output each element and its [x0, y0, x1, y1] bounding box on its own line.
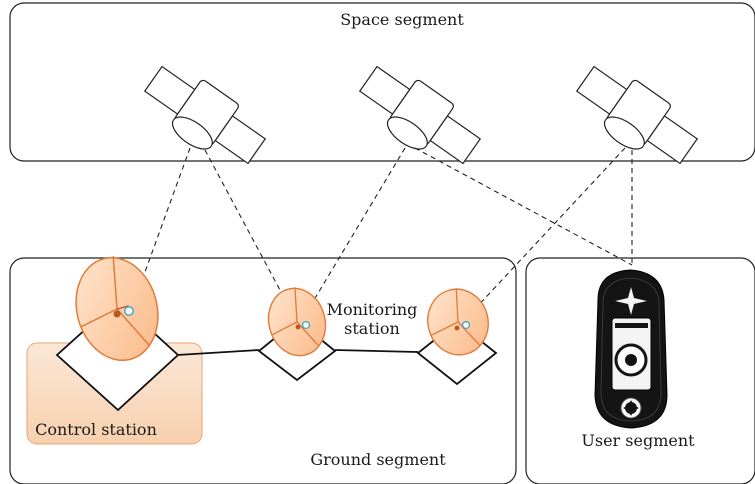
user-segment-box	[525, 257, 755, 484]
link-sat2-user	[414, 147, 633, 266]
control-station-dish	[55, 256, 180, 412]
monitoring-station-2	[416, 288, 498, 386]
satellite-icon	[358, 65, 482, 165]
space-segment-label: Space segment	[340, 10, 464, 29]
gps-receiver-icon	[594, 269, 668, 429]
satellite-icon	[143, 65, 267, 165]
station-connections	[176, 349, 419, 356]
link-sat3-monitor2	[459, 147, 626, 326]
ground-segment-box	[9, 257, 517, 484]
monitoring-station-label-line1: Monitoring	[327, 300, 418, 319]
signal-links	[132, 147, 633, 326]
satellite-dish-icon	[75, 256, 159, 362]
monitoring-station-1	[257, 287, 337, 382]
monitoring-station-label-line2: station	[344, 319, 400, 338]
ground-segment: Ground segment	[9, 257, 517, 484]
user-segment: User segment	[525, 257, 755, 484]
satellite-dish-icon	[427, 288, 489, 356]
link-sat2-monitor1	[301, 147, 406, 321]
user-segment-label: User segment	[581, 431, 695, 450]
satellite-dish-icon	[267, 287, 327, 357]
ground-segment-label: Ground segment	[310, 450, 446, 469]
control-station-label: Control station	[35, 420, 157, 439]
satellite-icon	[575, 65, 699, 165]
